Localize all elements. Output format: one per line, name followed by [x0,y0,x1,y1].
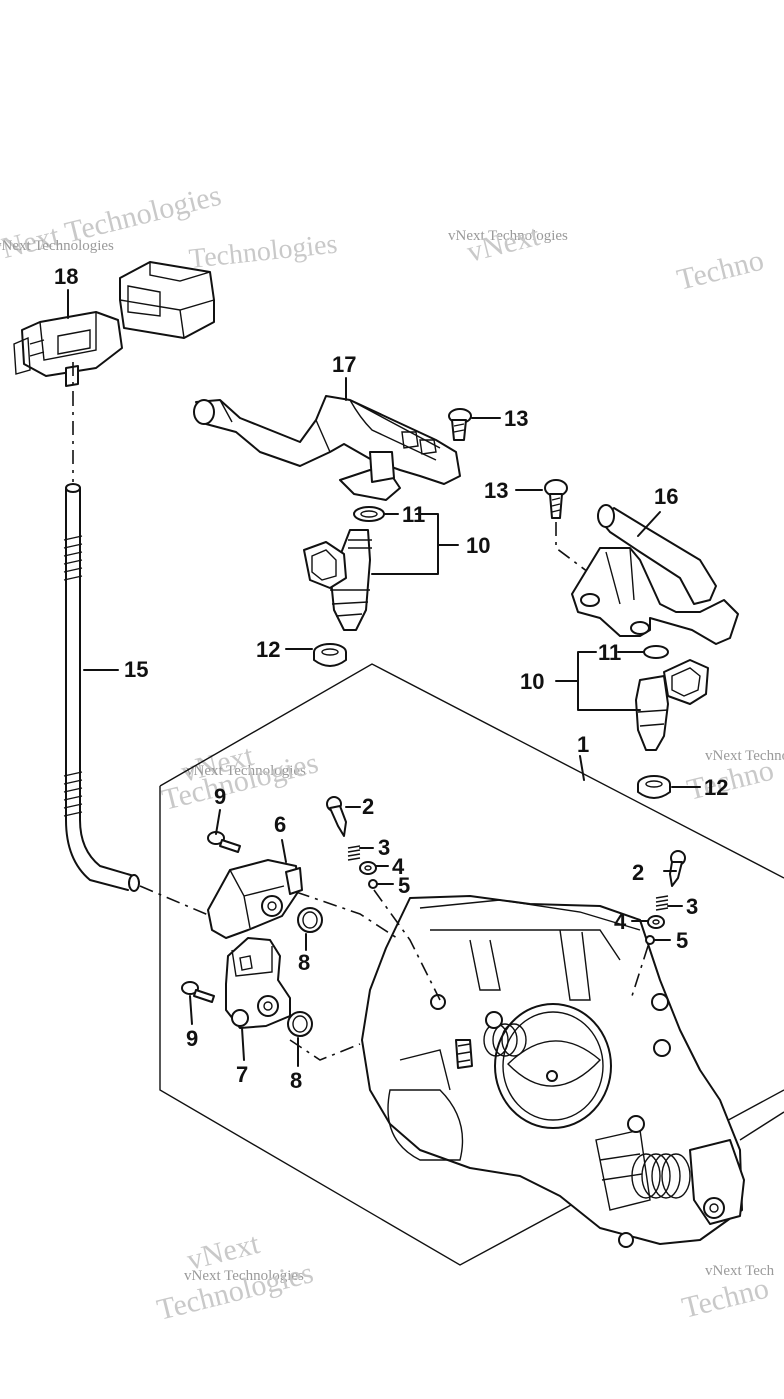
callout-2-left: 2 [362,794,374,819]
guide-line-6 [295,891,401,941]
leader-bracket-10-upper [371,513,459,575]
leader-1 [579,755,585,781]
part-2-screw-left [326,796,361,837]
part-1-throttle-body [361,895,745,1248]
callout-12-right: 12 [704,775,728,800]
part-10-injector-right [635,659,709,751]
callout-15: 15 [124,657,148,682]
callout-9-lower: 9 [186,1026,198,1051]
callout-9-upper: 9 [214,784,226,809]
watermark: vNext Technologies [184,1268,304,1284]
watermark: vNext Technologies [448,228,568,244]
part-9-screw-upper [207,809,241,853]
callout-12-upper: 12 [256,637,280,662]
callout-7: 7 [236,1062,248,1087]
part-12-seal-right [637,775,701,799]
callout-18: 18 [54,264,78,289]
part-12-seal-upper [285,643,347,667]
part-2-screw-right [663,850,686,887]
part-17-fuel-rail [193,395,461,501]
callout-8-lower: 8 [290,1068,302,1093]
watermark: vNext [464,219,544,269]
callout-11-upper: 11 [402,502,425,527]
part-5-oring-left [368,879,394,889]
part-4-washer-left [359,861,389,875]
part-3-spring-left [347,845,374,861]
part-18-sensor [13,261,215,387]
watermark: Technologies [187,229,338,275]
guide-line-2-left [373,889,441,1001]
callout-1: 1 [577,732,589,757]
part-3-spring-right [655,895,683,911]
part-9-screw-lower [181,981,215,1025]
watermark: Technologies [154,1256,317,1327]
watermark: vNext Technologies [0,238,114,254]
watermark: vNext Technologies [186,763,306,779]
watermark: vNext Technologies [705,748,784,764]
part-8-oring-lower [287,1011,313,1067]
watermark: Techno [674,244,767,297]
part-11-oring-upper [353,506,399,522]
watermark: Techno [679,1272,772,1325]
callout-4-right: 4 [614,909,627,934]
callout-8-upper: 8 [298,950,310,975]
part-10-injector-upper [303,529,372,631]
callout-5-right: 5 [676,928,688,953]
part-13-screw-upper [448,408,501,441]
callout-3-left: 3 [378,835,390,860]
callout-13-upper: 13 [504,406,528,431]
callout-5-left: 5 [398,873,410,898]
callout-11-right: 11 [598,640,621,665]
leader-bracket-10-right [555,651,641,711]
callout-10-right: 10 [520,669,544,694]
callout-labels: 18 17 13 13 16 11 10 12 15 11 10 1 12 9 … [54,264,728,1093]
part-6-sensor [207,839,303,939]
part-15-hose [63,392,221,921]
callout-3-right: 3 [686,894,698,919]
part-13-screw-lower [515,479,597,579]
guide-line-2-right [631,945,649,997]
callout-10-upper: 10 [466,533,490,558]
part-5-oring-right [645,935,671,945]
callout-4-left: 4 [392,854,405,879]
part-11-oring-right [617,645,669,659]
callout-16: 16 [654,484,678,509]
callout-2-right: 2 [632,860,644,885]
part-4-washer-right [631,915,665,929]
part-7-sensor [225,937,291,1061]
callout-13-lower: 13 [484,478,508,503]
callout-17: 17 [332,352,356,377]
callout-6: 6 [274,812,286,837]
guide-line-7 [289,1039,361,1061]
part-8-oring-upper [297,907,323,951]
part-16-fuel-pipe [571,504,739,645]
watermark: vNext Tech [705,1263,775,1279]
